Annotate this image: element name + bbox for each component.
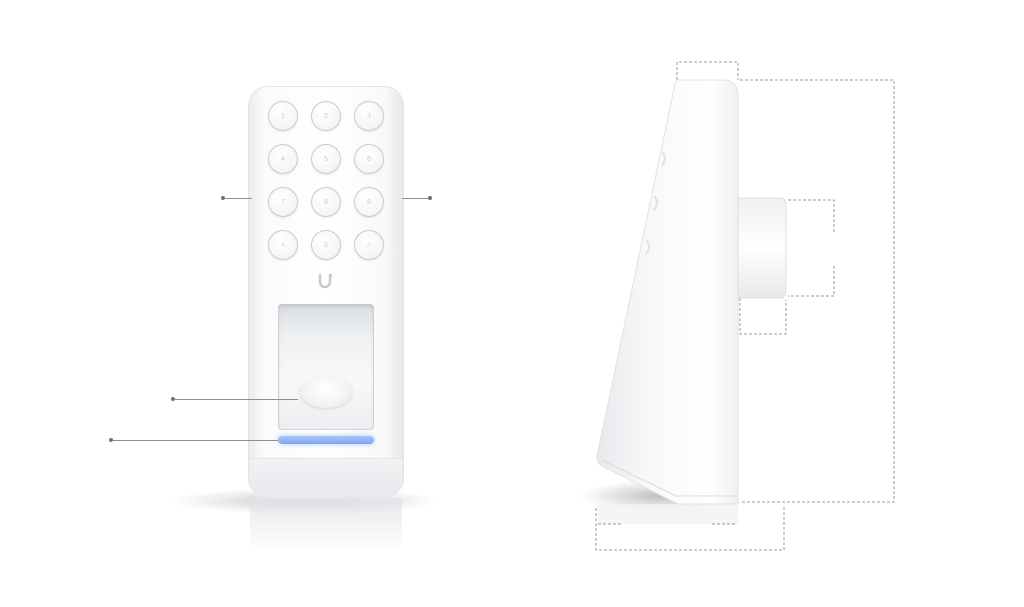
side-bottom-edge xyxy=(601,459,738,497)
dimension-lines xyxy=(595,61,895,551)
front-reflection xyxy=(250,498,402,552)
keypad-key[interactable]: ✓ xyxy=(354,230,384,260)
side-key-bump xyxy=(661,151,666,167)
callout-dot-keypad-left xyxy=(221,196,225,200)
side-reflection xyxy=(598,504,738,524)
keypad-key[interactable]: 8 xyxy=(311,187,341,217)
keypad-key[interactable]: 3 xyxy=(354,101,384,131)
keypad-key[interactable]: 5 xyxy=(311,144,341,174)
keypad-key[interactable]: 1 xyxy=(268,101,298,131)
callout-dot-keypad-right xyxy=(428,196,432,200)
dimension-top-depth xyxy=(676,61,739,80)
side-view xyxy=(580,61,895,551)
keypad-key[interactable]: 9 xyxy=(354,187,384,217)
mount-bracket xyxy=(737,197,787,299)
side-body xyxy=(596,79,739,505)
keypad-key[interactable]: 2 xyxy=(311,101,341,131)
device-base xyxy=(250,458,402,499)
dimension-bracket-depth xyxy=(739,298,787,335)
dimension-height xyxy=(740,79,895,503)
keypad-key[interactable]: 6 xyxy=(354,144,384,174)
dimension-bracket-bottom xyxy=(788,266,835,297)
callout-dot-fingerprint xyxy=(171,397,175,401)
dimension-bracket-top xyxy=(788,199,835,232)
led-status-bar-icon xyxy=(278,436,374,444)
callout-line-keypad-right xyxy=(402,198,429,199)
ubiquiti-u-logo-icon xyxy=(316,272,334,290)
fingerprint-sensor-icon xyxy=(300,376,352,408)
callout-line-led xyxy=(112,440,278,441)
keypad-key[interactable]: 0 xyxy=(311,230,341,260)
callout-line-keypad-left xyxy=(224,198,252,199)
keypad-key[interactable]: 4 xyxy=(268,144,298,174)
keypad-key[interactable]: 7 xyxy=(268,187,298,217)
dimension-base-depth xyxy=(595,506,785,551)
callout-line-fingerprint xyxy=(174,399,298,400)
callout-dot-led xyxy=(109,438,113,442)
side-key-bump xyxy=(653,195,658,211)
fingerprint-sensor-well xyxy=(278,304,374,430)
keypad-key[interactable]: × xyxy=(268,230,298,260)
side-key-bump xyxy=(645,239,650,255)
